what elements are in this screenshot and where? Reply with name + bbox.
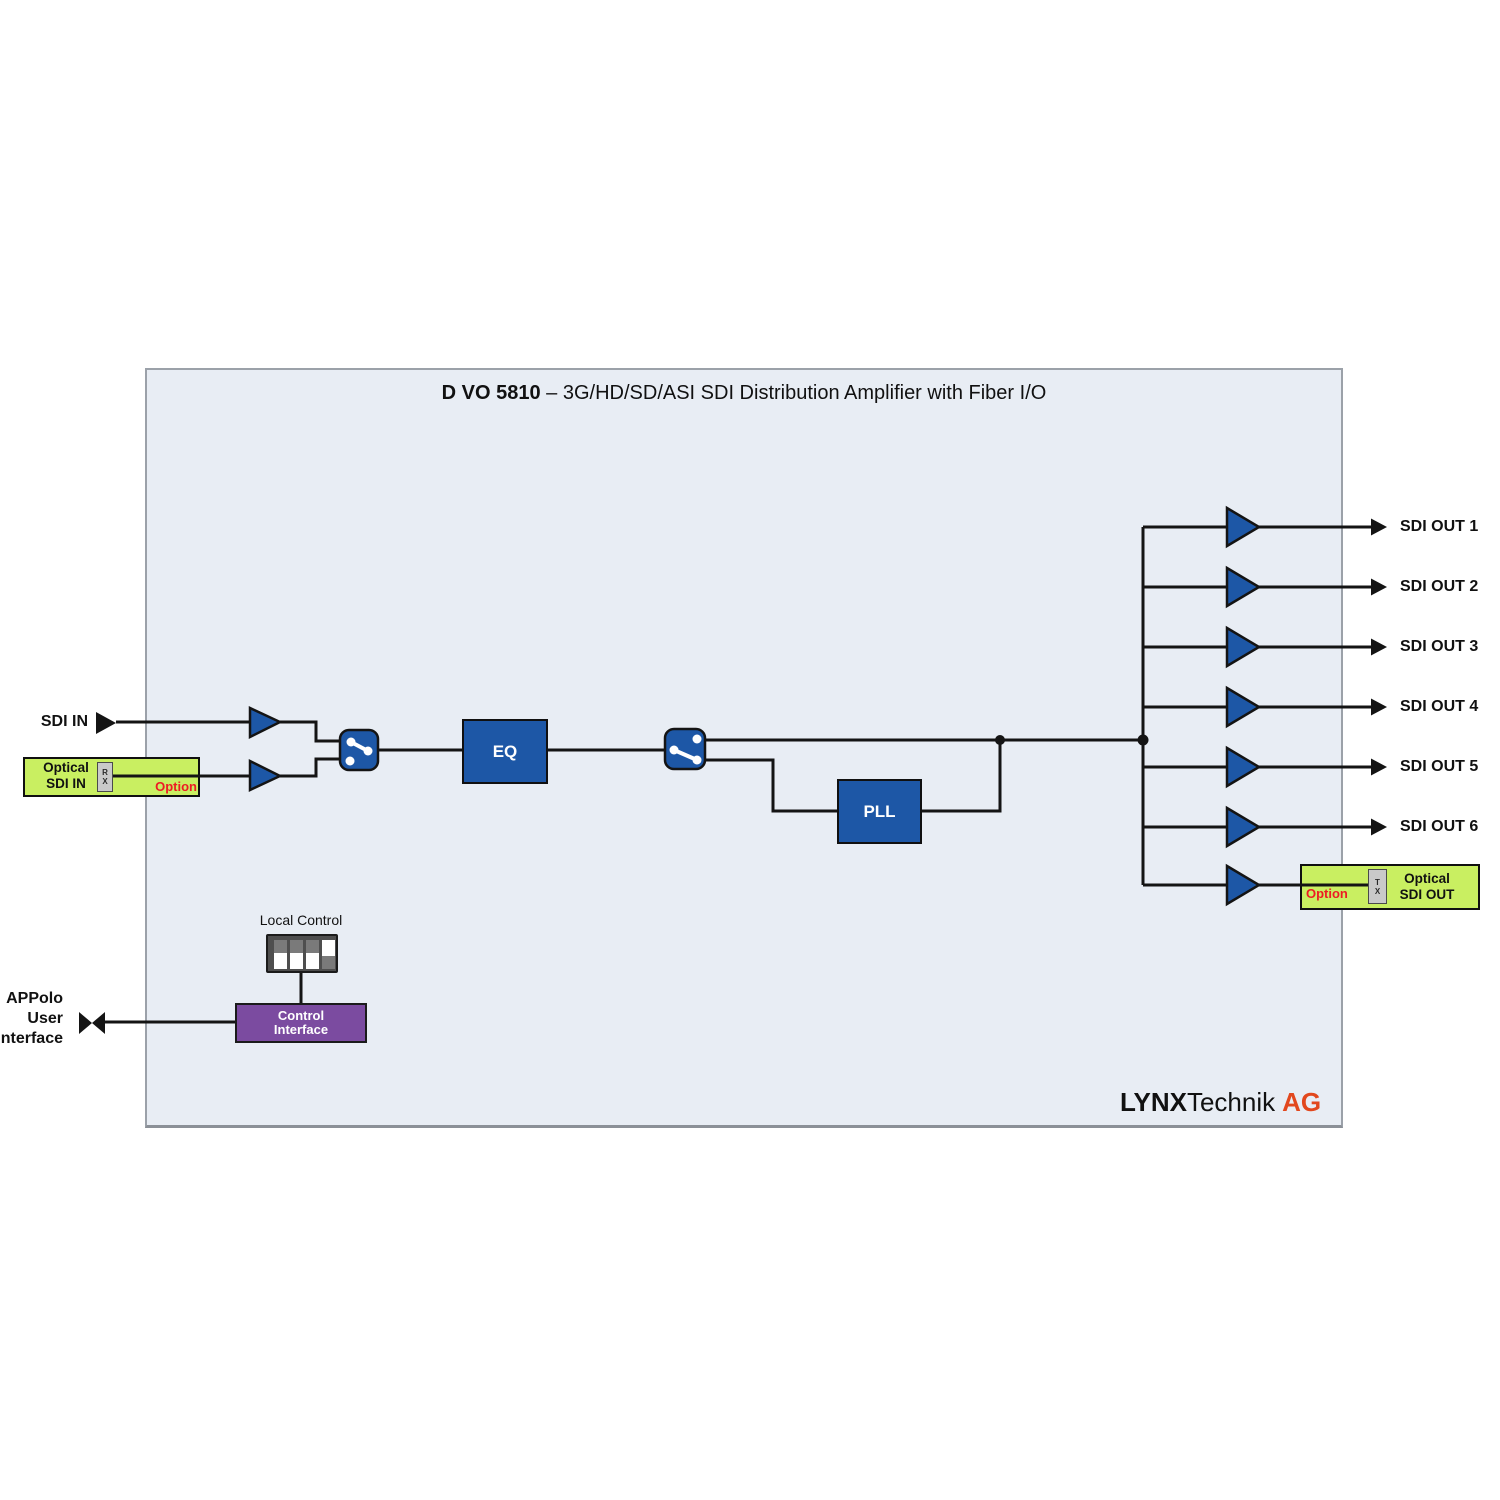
control-interface-line2: Interface (273, 1022, 329, 1037)
arrowhead-icon (1371, 818, 1387, 836)
control-interface-block: Control Interface (235, 1003, 367, 1043)
rx-connector-letter: X (102, 777, 108, 786)
appolo-label-line: APPolo (6, 990, 63, 1007)
arrowhead-icon (1371, 698, 1387, 716)
appolo-label-line: User (27, 1010, 63, 1027)
input-select-switch-icon (338, 728, 380, 772)
output-amplifier-icon (1225, 685, 1262, 729)
optical-sdi-out-label-line2: SDI OUT (1399, 886, 1455, 902)
sdi-out-label: SDI OUT 1 (1400, 518, 1479, 535)
dip-switch-position (306, 940, 319, 969)
reclock-bypass-switch-icon (663, 727, 707, 771)
junction-dot (1137, 734, 1149, 746)
dip-switch-position (322, 940, 335, 969)
sdi-out-label: SDI OUT 5 (1400, 758, 1479, 775)
wire (705, 758, 837, 813)
option-label: Option (1306, 886, 1348, 901)
optical-sdi-in-label-line1: Optical (43, 760, 89, 775)
optical-sdi-out-option-box (1300, 864, 1480, 910)
arrowhead-icon (1371, 638, 1387, 656)
optical-sdi-out-label-line1: Optical (1404, 871, 1450, 886)
option-label: Option (155, 779, 197, 794)
black-markers (79, 518, 1387, 1034)
logo-lynx: LYNX (1120, 1087, 1187, 1117)
tx-connector: T X (1368, 869, 1387, 904)
logo-technik: Technik (1186, 1087, 1276, 1117)
dip-switch-icon (266, 934, 338, 973)
sdi-out-label: SDI OUT 2 (1400, 578, 1479, 595)
appolo-user-interface-label: APPolo User Interface (0, 989, 63, 1049)
bidirectional-arrow-icon (79, 1012, 92, 1034)
local-control-label: Local Control (259, 912, 343, 928)
arrowhead-icon (1371, 578, 1387, 596)
sdi-in-label: SDI IN (40, 713, 88, 730)
arrowhead-icon (1371, 518, 1387, 536)
amplifiers (248, 505, 1262, 907)
sdi-out-label: SDI OUT 3 (1400, 638, 1479, 655)
tx-connector-letter: X (1374, 886, 1381, 896)
title-description: – 3G/HD/SD/ASI SDI Distribution Amplifie… (546, 382, 1047, 404)
dip-switch-position (290, 940, 303, 969)
diagram-title: D VO 5810 – 3G/HD/SD/ASI SDI Distributio… (145, 382, 1343, 405)
pll-block: PLL (837, 779, 922, 844)
model-number: D VO 5810 (441, 382, 541, 404)
wire (280, 757, 340, 778)
rx-connector: R X (97, 762, 113, 792)
wire (922, 740, 1002, 813)
output-amplifier-icon (1225, 805, 1262, 849)
output-amplifier-icon (1225, 565, 1262, 609)
sdi-in-arrow-icon (96, 712, 116, 734)
junction-dot (995, 735, 1005, 745)
output-amplifier-icon (1225, 625, 1262, 669)
rx-connector-letter: R (102, 768, 108, 777)
output-amplifier-icon (1225, 505, 1262, 549)
output-amplifier-icon (1225, 745, 1262, 789)
bidirectional-arrow-icon (92, 1012, 105, 1034)
sdi-out-label: SDI OUT 6 (1400, 818, 1479, 835)
tx-connector-letter: T (1375, 877, 1380, 887)
wire (280, 720, 340, 743)
optical-sdi-in-label: Optical SDI IN (33, 760, 99, 791)
dip-switch-position (274, 940, 287, 969)
logo-ag: AG (1282, 1087, 1322, 1117)
sdi-out-label: SDI OUT 4 (1400, 698, 1479, 715)
input-amplifier-icon (248, 758, 283, 792)
arrowhead-icon (1371, 758, 1387, 776)
optical-sdi-out-label: Optical SDI OUT (1394, 871, 1460, 902)
output-amplifier-icon (1225, 863, 1262, 907)
input-amplifier-icon (248, 706, 283, 740)
control-interface-line1: Control (277, 1008, 325, 1023)
appolo-label-line: Interface (0, 1030, 63, 1047)
signal-wires (104, 525, 1372, 1024)
eq-block: EQ (462, 719, 548, 784)
optical-sdi-in-label-line2: SDI IN (46, 775, 86, 791)
